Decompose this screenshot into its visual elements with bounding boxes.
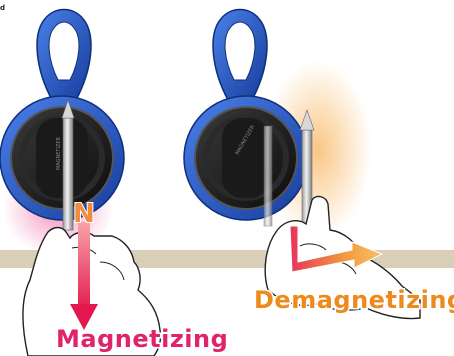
north-pole-label: N [73,199,95,229]
magnetizer-device-left: MAGNETIZER [0,10,124,257]
magnetizing-caption: Magnetizing [56,327,228,351]
magnetizer-device-right: MAGNETIZER [184,10,372,241]
bit-shaft-left [63,118,73,230]
corner-mark: d [0,5,5,12]
device-label-left: MAGNETIZER [56,136,62,170]
demagnetizing-caption: Demagnetizing [254,288,454,312]
